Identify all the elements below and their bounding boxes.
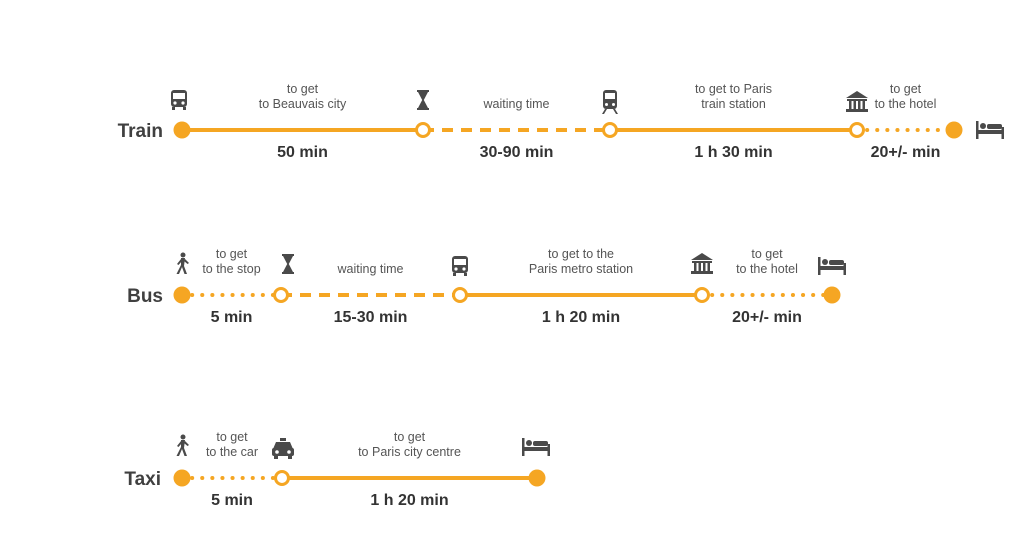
walking-person-icon [176,434,189,456]
segment-duration: 1 h 30 min [694,144,772,161]
segment-duration: 5 min [211,492,253,509]
stop-marker-filled [528,469,546,487]
stop-marker-open [415,122,431,138]
segment-description: waiting time [337,262,404,276]
route-mode-label: Train [118,121,163,142]
segment-duration: 5 min [211,309,253,326]
stop-marker-filled [173,121,191,139]
museum-icon [691,253,713,274]
bed-icon [522,438,550,456]
segment-description: waiting time [483,97,550,111]
museum-icon [846,91,868,112]
taxi-icon [272,438,294,459]
segment-description: to Paris city centre [358,445,461,459]
segment-description: Paris metro station [529,262,633,276]
stop-marker-open [274,470,290,486]
segment-duration: 15-30 min [334,309,408,326]
segment-duration: 20+/- min [732,309,802,326]
stop-marker-filled [173,286,191,304]
segment-duration: 20+/- min [871,144,941,161]
segment-duration: 30-90 min [480,144,554,161]
bus-icon [171,90,187,110]
segment-description: to get [216,247,248,261]
segment-duration: 50 min [277,144,328,161]
stop-marker-open [452,287,468,303]
segment-description: to get [394,430,426,444]
train-icon [602,90,618,114]
segment-description: to the hotel [875,97,937,111]
stop-marker-open [849,122,865,138]
segment-description: to the car [206,445,258,459]
segment-description: to Beauvais city [259,97,347,111]
segment-description: to get to Paris [695,82,772,96]
segment-duration: 1 h 20 min [370,492,448,509]
stop-marker-open [602,122,618,138]
route-mode-label: Bus [127,286,163,307]
hourglass-icon [417,90,429,110]
walking-person-icon [176,252,189,274]
stop-marker-filled [823,286,841,304]
hourglass-icon [282,254,294,274]
route-mode-label: Taxi [124,469,161,490]
segment-description: to get to the [548,247,614,261]
stop-marker-open [694,287,710,303]
segment-description: to get [216,430,248,444]
stop-marker-filled [945,121,963,139]
segment-description: to get [751,247,783,261]
bed-icon [818,257,846,275]
stop-marker-open [273,287,289,303]
bed-icon [976,121,1004,139]
segment-description: to get [287,82,319,96]
segment-duration: 1 h 20 min [542,309,620,326]
segment-description: to get [890,82,922,96]
stop-marker-filled [173,469,191,487]
segment-description: to the hotel [736,262,798,276]
bus-icon [452,256,468,276]
segment-description: train station [701,97,766,111]
segment-description: to the stop [202,262,260,276]
